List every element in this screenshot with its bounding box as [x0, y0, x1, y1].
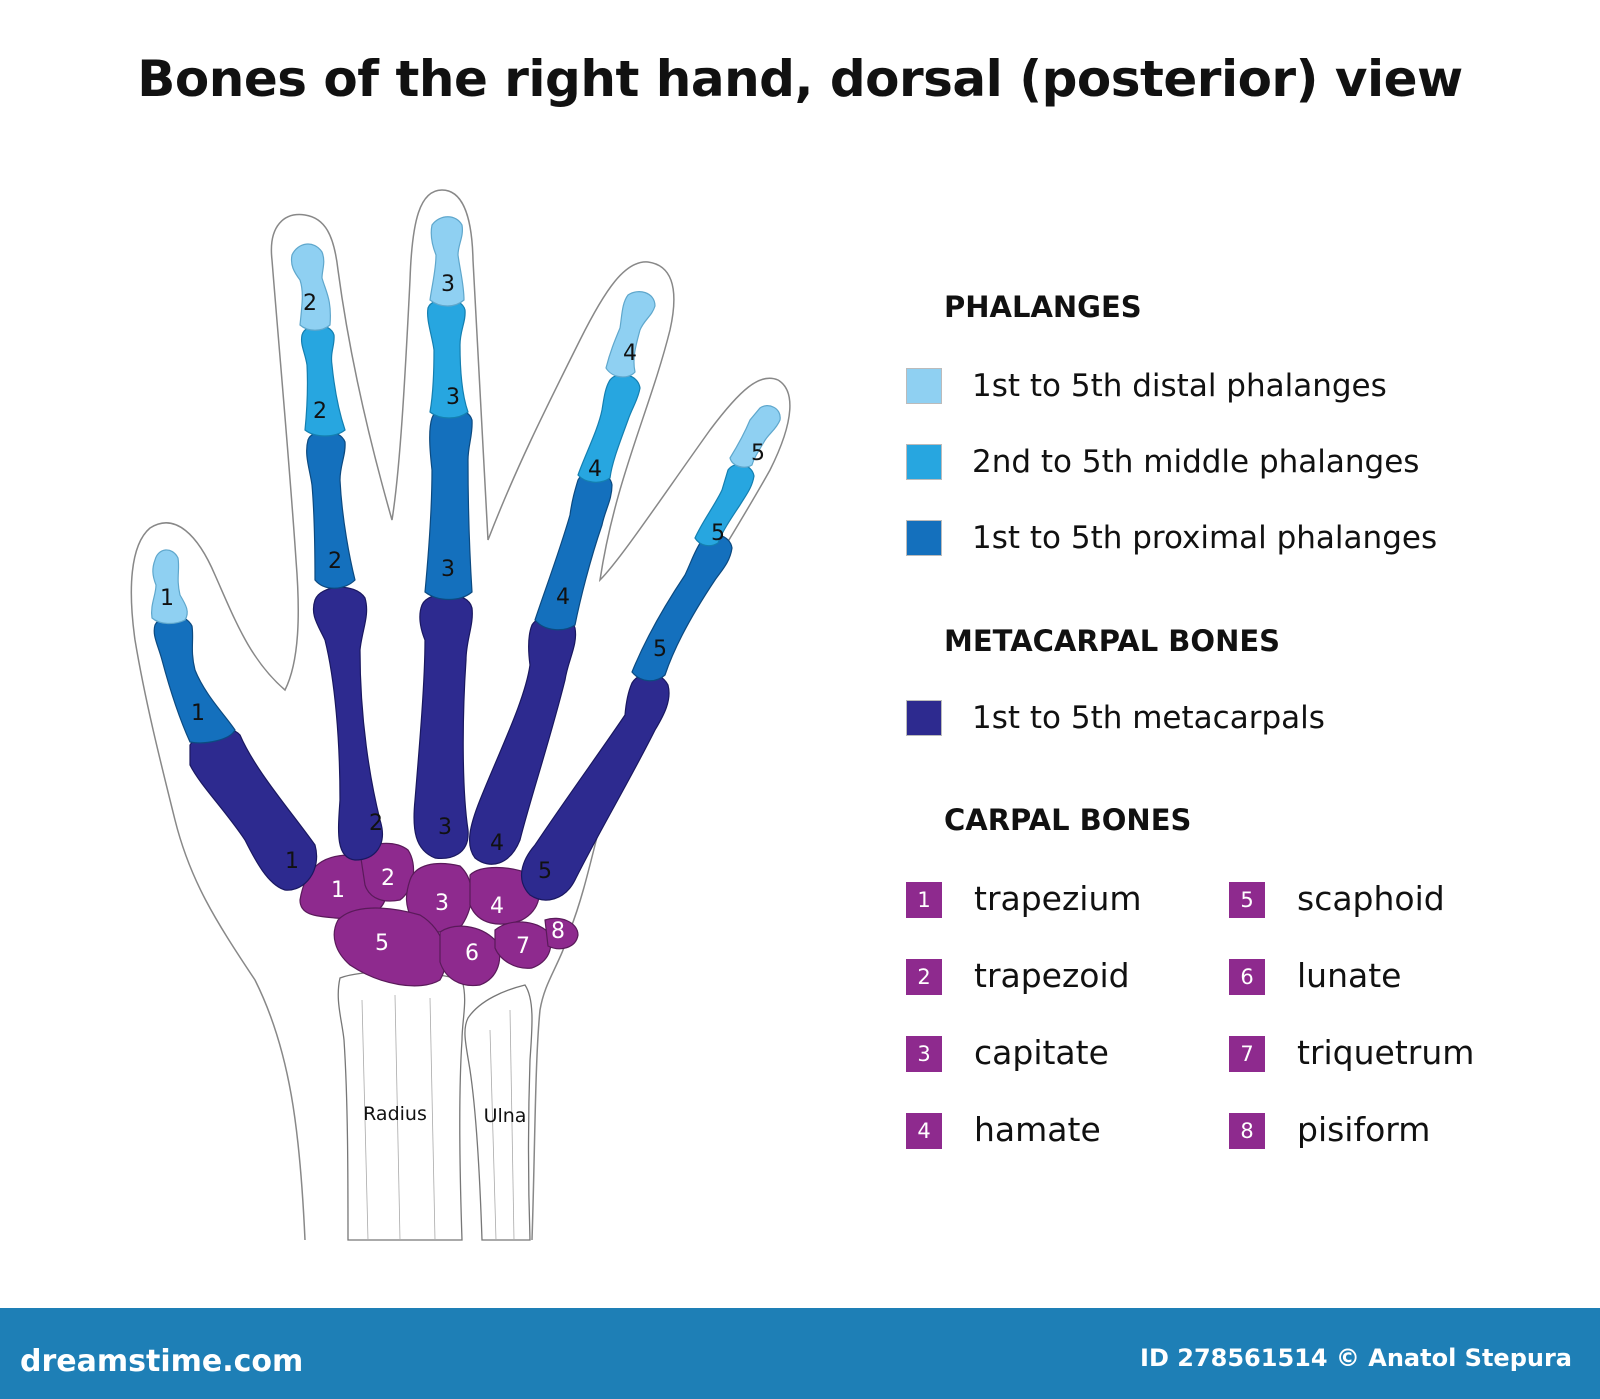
carpal-num-2: 2: [381, 866, 395, 891]
proximal-phalanges: [153, 407, 733, 744]
little-middle-label: 5: [711, 521, 725, 546]
proximal-swatch: [906, 520, 942, 556]
carpal-swatch-5: 5: [1229, 882, 1265, 918]
middle-proximal-label: 3: [441, 557, 455, 582]
carpal-lunate: [439, 925, 501, 987]
metacarpal-bones: [189, 586, 670, 901]
metacarpal-1: [189, 727, 318, 891]
proximal-5: [631, 534, 733, 682]
carpal-heading: CARPAL BONES: [944, 803, 1192, 837]
distal-4: [605, 291, 656, 378]
carpal-num-6: 6: [465, 941, 479, 966]
little-distal-label: 5: [751, 441, 765, 466]
phalanges-heading: PHALANGES: [944, 290, 1142, 324]
metacarpal-4: [468, 615, 577, 865]
radius-bone: [337, 970, 466, 1241]
hand-outline: [130, 189, 791, 1241]
carpal-name-2: trapezoid: [974, 956, 1130, 995]
hand-diagram: Radius Ulna 1 2 3 4 5 6 7 8: [130, 189, 791, 1241]
dreamstime-logo: dreamstime.com: [20, 1344, 304, 1379]
proximal-label: 1st to 5th proximal phalanges: [972, 520, 1438, 556]
carpal-pisiform: [544, 917, 579, 950]
carpal-swatch-1: 1: [906, 882, 942, 918]
carpal-name-1: trapezium: [974, 879, 1142, 918]
metacarpal-label: 1st to 5th metacarpals: [972, 700, 1325, 736]
metacarpal-5: [520, 672, 670, 901]
middle-label: 2nd to 5th middle phalanges: [972, 444, 1420, 480]
middle-middle-label: 3: [446, 385, 460, 410]
index-middle-label: 2: [313, 399, 327, 424]
carpal-swatch-3: 3: [906, 1036, 942, 1072]
index-metacarpal-label: 2: [369, 811, 383, 836]
carpal-num-1: 1: [331, 878, 345, 903]
carpal-name-3: capitate: [974, 1033, 1109, 1072]
carpal-name-8: pisiform: [1297, 1110, 1431, 1149]
distal-label: 1st to 5th distal phalanges: [972, 368, 1387, 404]
proximal-2: [306, 430, 356, 589]
carpal-bones: [299, 842, 579, 987]
proximal-1: [153, 614, 236, 744]
index-proximal-label: 2: [328, 549, 342, 574]
page-title: Bones of the right hand, dorsal (posteri…: [137, 50, 1463, 108]
carpal-numbers: 1 2 3 4 5 6 7 8: [331, 866, 565, 966]
middle-metacarpal-label: 3: [438, 815, 452, 840]
carpal-name-7: triquetrum: [1297, 1033, 1475, 1072]
metacarpal-heading: METACARPAL BONES: [944, 624, 1281, 658]
carpal-name-4: hamate: [974, 1110, 1101, 1149]
distal-1: [150, 549, 188, 625]
carpal-scaphoid: [333, 907, 447, 987]
index-distal-label: 2: [303, 291, 317, 316]
carpal-num-3: 3: [435, 891, 449, 916]
carpal-swatch-8: 8: [1229, 1113, 1265, 1149]
proximal-4: [534, 471, 613, 631]
carpal-swatch-6: 6: [1229, 959, 1265, 995]
carpal-num-7: 7: [516, 934, 530, 959]
digit-labels: 1 1 1 2 2 2 2 3 3 3 3 4 4 4 4 5 5 5 5: [160, 272, 765, 884]
distal-2: [290, 243, 331, 331]
thumb-proximal-label: 1: [191, 701, 205, 726]
metacarpal-3: [413, 593, 473, 859]
thumb-distal-label: 1: [160, 586, 174, 611]
footer-bar: dreamstime.com ID 278561514 © Anatol Ste…: [0, 1308, 1600, 1399]
middle-4: [577, 373, 641, 483]
middle-2: [300, 324, 346, 437]
distal-swatch: [906, 368, 942, 404]
carpal-num-8: 8: [551, 919, 565, 944]
middle-distal-label: 3: [441, 272, 455, 297]
radius-label: Radius: [363, 1103, 427, 1125]
carpal-swatch-7: 7: [1229, 1036, 1265, 1072]
middle-phalanges: [300, 298, 755, 547]
distal-3: [429, 216, 465, 307]
image-id-credit: ID 278561514 © Anatol Stepura: [1140, 1344, 1572, 1372]
ring-proximal-label: 4: [556, 585, 570, 610]
middle-swatch: [906, 444, 942, 480]
ring-metacarpal-label: 4: [490, 831, 504, 856]
little-metacarpal-label: 5: [538, 859, 552, 884]
carpal-capitate: [405, 862, 473, 933]
middle-3: [427, 298, 469, 419]
ulna-label: Ulna: [484, 1105, 527, 1127]
little-proximal-label: 5: [653, 637, 667, 662]
carpal-num-5: 5: [375, 931, 389, 956]
metacarpal-swatch: [906, 700, 942, 736]
thumb-metacarpal-label: 1: [285, 849, 299, 874]
ring-distal-label: 4: [623, 341, 637, 366]
carpal-triquetrum: [494, 921, 552, 969]
ulna-bone: [464, 984, 533, 1241]
ring-middle-label: 4: [588, 457, 602, 482]
middle-5: [694, 463, 755, 547]
carpal-swatch-4: 4: [906, 1113, 942, 1149]
proximal-3: [424, 407, 473, 601]
distal-phalanges: [150, 216, 781, 625]
carpal-num-4: 4: [490, 894, 504, 919]
metacarpal-2: [312, 586, 383, 861]
carpal-name-6: lunate: [1297, 956, 1402, 995]
carpal-swatch-2: 2: [906, 959, 942, 995]
carpal-name-5: scaphoid: [1297, 879, 1445, 918]
distal-5: [729, 405, 781, 468]
